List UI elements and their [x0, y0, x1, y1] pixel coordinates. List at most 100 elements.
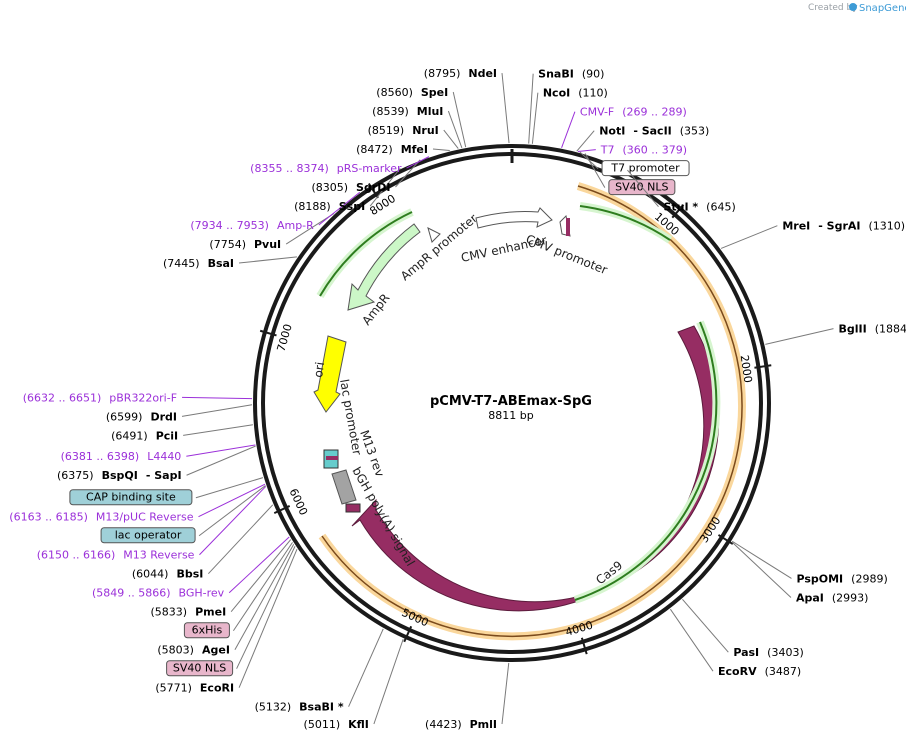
site-32[interactable]: (6599)DrdI [106, 404, 253, 424]
site-label: PasI(3403) [733, 646, 803, 659]
site-label-part: (8539) [372, 105, 409, 118]
site-42[interactable]: (8539) MluI [372, 105, 463, 149]
ampr-feature[interactable] [347, 223, 421, 311]
site-17[interactable]: (5132)BsaBI * [255, 628, 384, 714]
site-14[interactable]: EcoRV(3487) [669, 608, 801, 678]
site-12[interactable]: ApaI(2993) [731, 541, 869, 605]
sv40-nls-mark [566, 218, 570, 236]
site-1[interactable]: SnaBI(90) [528, 68, 605, 144]
tick-mark [259, 329, 277, 337]
site-31[interactable]: (6491)PciI [111, 424, 253, 443]
leader-line [528, 73, 534, 144]
site-8[interactable]: StuI *(645) [627, 169, 736, 214]
site-18[interactable]: (5771)EcoRI [155, 548, 298, 695]
site-0[interactable]: (8795)NdeI [424, 67, 510, 144]
site-24[interactable]: (6044)BbsI [132, 504, 274, 581]
site-label: (6381 .. 6398)L4440 [61, 450, 182, 463]
leader-line [230, 539, 292, 613]
site-label-part: BspQI [102, 469, 138, 482]
tick-mark [367, 183, 379, 199]
site-label: CMV-F(269 .. 289) [580, 106, 687, 119]
site-25[interactable]: (6150 .. 6166)M13 Reverse [37, 486, 267, 562]
site-16[interactable]: (5011)KflI [304, 638, 404, 731]
site-label-part: BglII [839, 323, 867, 336]
leader-line [406, 156, 430, 169]
leader-line [199, 486, 267, 556]
site-label-part: (8188) [294, 200, 331, 213]
site-label-part: BsaI [208, 257, 234, 270]
ori-feature[interactable] [313, 335, 347, 413]
site-label-part: (5771) [155, 682, 192, 695]
site-26[interactable]: lac operator [100, 485, 266, 544]
site-39[interactable]: (8355 .. 8374)pRS-marker [250, 156, 430, 175]
site-37[interactable]: (8188)SspI [294, 167, 401, 213]
ampr-promoter-feature[interactable] [427, 227, 441, 243]
site-9[interactable]: MreI- SgrAI(1310) [720, 220, 905, 249]
site-33[interactable]: (6632 .. 6651)pBR322ori-F [23, 391, 253, 404]
site-label: (6375)BspQI- SapI [57, 469, 182, 482]
lac-operator-mark [326, 456, 338, 460]
site-label: (8305)SgrDI [311, 181, 390, 194]
site-29[interactable]: (6375)BspQI- SapI [57, 445, 256, 482]
site-label-part: ApaI [796, 591, 824, 604]
site-label: (8560)SpeI [376, 86, 448, 99]
site-label-part: (1884) [875, 323, 906, 336]
site-label-part: (5849 .. 5866) [92, 587, 171, 600]
label-cmv-promoter: CMV promoter [524, 232, 609, 277]
cmv-enhancer-feature[interactable] [475, 207, 553, 229]
site-28[interactable]: CAP binding site [69, 477, 264, 506]
site-label-part: (6599) [106, 410, 143, 423]
site-label-part: Amp-R [277, 219, 314, 232]
site-4[interactable]: NotI- SacII(353) [576, 125, 710, 152]
leader-line [238, 548, 298, 688]
site-label-part: NcoI [543, 87, 570, 100]
leader-line [186, 444, 256, 457]
cas9-feature[interactable] [351, 325, 720, 612]
feature-badge [166, 660, 234, 677]
site-11[interactable]: PspOMI(2989) [731, 540, 888, 585]
site-label-part: (6044) [132, 568, 169, 581]
site-36[interactable]: (7934 .. 7953)Amp-R [190, 191, 361, 232]
site-label-part: (3487) [765, 665, 802, 678]
tick-mark [717, 534, 734, 545]
site-label-part: SgrDI [356, 181, 390, 194]
site-3[interactable]: CMV-F(269 .. 289) [561, 106, 687, 148]
site-43[interactable]: (8560)SpeI [376, 86, 467, 148]
site-label-part: (6381 .. 6398) [61, 450, 140, 463]
bgh-polya-feature[interactable] [331, 469, 357, 505]
site-20[interactable]: (5803)AgeI [157, 543, 295, 657]
leader-line [234, 543, 295, 650]
site-2[interactable]: NcoI(110) [531, 87, 608, 144]
site-27[interactable]: (6163 .. 6185)M13/pUC Reverse [9, 483, 266, 524]
site-22[interactable]: (5833)PmeI [151, 539, 292, 619]
site-label-part: T7 [600, 144, 615, 157]
site-41[interactable]: (8519)NruI [368, 124, 459, 149]
leader-line [577, 149, 596, 153]
site-label: (8472)MfeI [356, 143, 428, 156]
site-10[interactable]: BglII (1884) [765, 323, 906, 345]
site-35[interactable]: (7754)PvuI [209, 213, 335, 251]
site-34[interactable]: (7445)BsaI [163, 256, 297, 270]
tick-label: 7000 [275, 323, 295, 353]
site-5[interactable]: T7 (360 .. 379) [577, 144, 688, 157]
site-19[interactable]: SV40 NLS [166, 546, 296, 677]
site-40[interactable]: (8472)MfeI [356, 143, 450, 156]
site-label-part: BsaBI * [299, 701, 344, 714]
site-13[interactable]: PasI(3403) [682, 599, 804, 659]
site-label: EcoRV(3487) [718, 665, 801, 678]
site-label-part: (6632 .. 6651) [23, 391, 102, 404]
site-30[interactable]: (6381 .. 6398)L4440 [61, 444, 256, 463]
leader-line [181, 404, 253, 417]
leader-line [198, 485, 266, 537]
tick-label: 4000 [564, 619, 595, 639]
site-21[interactable]: 6xHis [183, 542, 293, 639]
site-23[interactable]: (5849 .. 5866)BGH-rev [92, 536, 290, 600]
site-label: (6632 .. 6651)pBR322ori-F [23, 391, 177, 404]
site-label-part: MluI [417, 105, 444, 118]
site-label-part: (360 .. 379) [623, 144, 688, 157]
site-38[interactable]: (8305)SgrDI [311, 159, 421, 194]
site-label-part: (8355 .. 8374) [250, 162, 329, 175]
site-6[interactable]: T7 promoter [579, 151, 690, 177]
site-15[interactable]: (4423)PmlI [425, 662, 510, 731]
site-label-part: (353) [680, 125, 710, 138]
